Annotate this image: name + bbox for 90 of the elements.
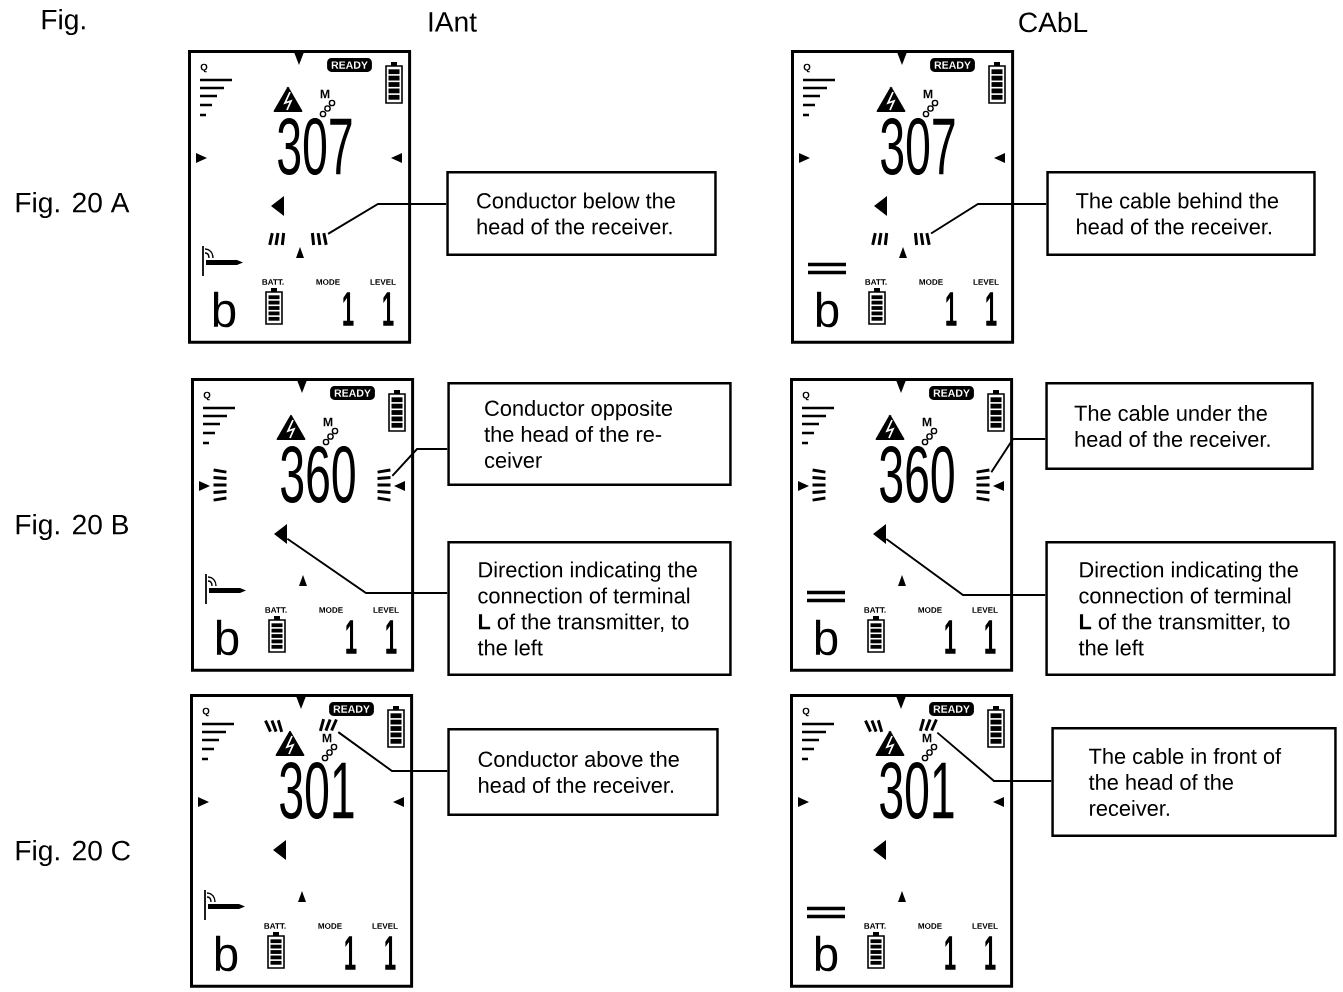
lcd-label: Q: [203, 391, 211, 401]
row-label: Fig. 20 A: [16, 191, 130, 219]
segment-digit: 1: [945, 620, 956, 654]
lcd-label: BATT.: [864, 607, 886, 613]
lcd-label: MODE: [319, 607, 343, 613]
lcd-label: M: [320, 89, 330, 99]
leader-line: [286, 537, 449, 594]
lcd-label: LEVEL: [370, 279, 396, 285]
callout-box: Conductor above the head of the receiver.: [447, 727, 719, 817]
row-label: Fig. 20 C: [16, 839, 130, 867]
column-heading: Fig.: [42, 8, 85, 36]
column-heading: CAbL: [1019, 11, 1088, 33]
callout-box: Direction indicating the connection of terminal L of the transmitter, to the left: [1045, 541, 1336, 676]
lcd-label: Q: [803, 63, 811, 73]
segment-digit: 1: [386, 620, 397, 654]
direction-triangle: [873, 524, 886, 544]
leader-line: [337, 731, 449, 772]
digit-readout: 307: [881, 118, 955, 176]
ready-badge: READY: [330, 386, 375, 400]
digit-readout: 307: [278, 118, 352, 176]
digit-readout: 301: [280, 762, 354, 820]
segment-digit: 1: [986, 292, 997, 326]
lcd-label: BATT.: [865, 279, 887, 285]
segment-digit: 1: [343, 292, 354, 326]
lcd-label: M: [323, 417, 333, 427]
segment-digit: b: [815, 935, 838, 972]
segment-digit: b: [815, 619, 838, 656]
segment-digit: 1: [346, 620, 357, 654]
lcd-label: Q: [200, 63, 208, 73]
lcd-label: LEVEL: [373, 607, 399, 613]
row-label: Fig. 20 B: [16, 513, 128, 541]
segment-digit: 1: [345, 936, 356, 970]
callout-box: The cable behind the head of the receiver.: [1046, 170, 1316, 257]
ready-badge: READY: [929, 702, 974, 716]
leader-line: [391, 448, 449, 477]
lcd-label: MODE: [316, 279, 340, 285]
digit-readout: 360: [880, 446, 954, 504]
digit-readout: 301: [880, 762, 954, 820]
direction-triangle: [274, 524, 287, 544]
segment-digit: b: [216, 619, 239, 656]
lcd-label: MODE: [918, 607, 942, 613]
lcd-label: BATT.: [265, 607, 287, 613]
leader-line: [885, 538, 1047, 596]
ready-badge: READY: [329, 702, 374, 716]
ready-badge: READY: [930, 58, 975, 72]
leader-line: [930, 203, 1048, 235]
leader-line: [327, 203, 448, 235]
lcd-label: MODE: [918, 923, 942, 929]
lcd-label: BATT.: [264, 923, 286, 929]
segment-digit: 1: [985, 620, 996, 654]
lcd-label: BATT.: [864, 923, 886, 929]
segment-digit: b: [215, 935, 238, 972]
lcd-label: MODE: [318, 923, 342, 929]
signal-bars: [318, 717, 338, 733]
segment-digit: 1: [985, 936, 996, 970]
signal-bars: [376, 468, 392, 502]
ready-badge: READY: [929, 386, 974, 400]
signal-bars: [310, 231, 328, 247]
callout-box: The cable under the head of the receiver.: [1045, 381, 1314, 471]
callout-box: Conductor below the head of the receiver.: [446, 170, 717, 257]
lcd-label: LEVEL: [972, 607, 998, 613]
lcd-label: LEVEL: [372, 923, 398, 929]
lcd-label: M: [322, 733, 332, 743]
lcd-label: M: [922, 733, 932, 743]
column-heading: IAnt: [429, 12, 477, 32]
lcd-label: MODE: [919, 279, 943, 285]
callout-box: The cable in front of the head of the receiver.: [1051, 727, 1337, 838]
segment-digit: 1: [385, 936, 396, 970]
callout-box: Direction indicating the connection of terminal L of the transmitter, to the left: [447, 541, 732, 676]
segment-digit: b: [816, 291, 839, 328]
segment-digit: b: [213, 291, 236, 328]
lcd-label: Q: [802, 707, 810, 717]
segment-digit: 1: [383, 292, 394, 326]
lcd-label: LEVEL: [972, 923, 998, 929]
leader-line: [936, 731, 1053, 782]
lcd-label: LEVEL: [973, 279, 999, 285]
signal-bars: [975, 468, 991, 502]
digit-readout: 360: [281, 446, 355, 504]
lcd-label: Q: [802, 391, 810, 401]
lcd-label: M: [923, 89, 933, 99]
segment-digit: 1: [945, 936, 956, 970]
leader-line: [990, 438, 1047, 474]
signal-bars: [913, 231, 931, 247]
lcd-label: Q: [202, 707, 210, 717]
signal-bars: [918, 717, 938, 733]
ready-badge: READY: [327, 58, 372, 72]
lcd-label: BATT.: [262, 279, 284, 285]
segment-digit: 1: [946, 292, 957, 326]
callout-box: Conductor opposite the head of the re- ceiver: [447, 382, 732, 487]
lcd-label: M: [922, 417, 932, 427]
